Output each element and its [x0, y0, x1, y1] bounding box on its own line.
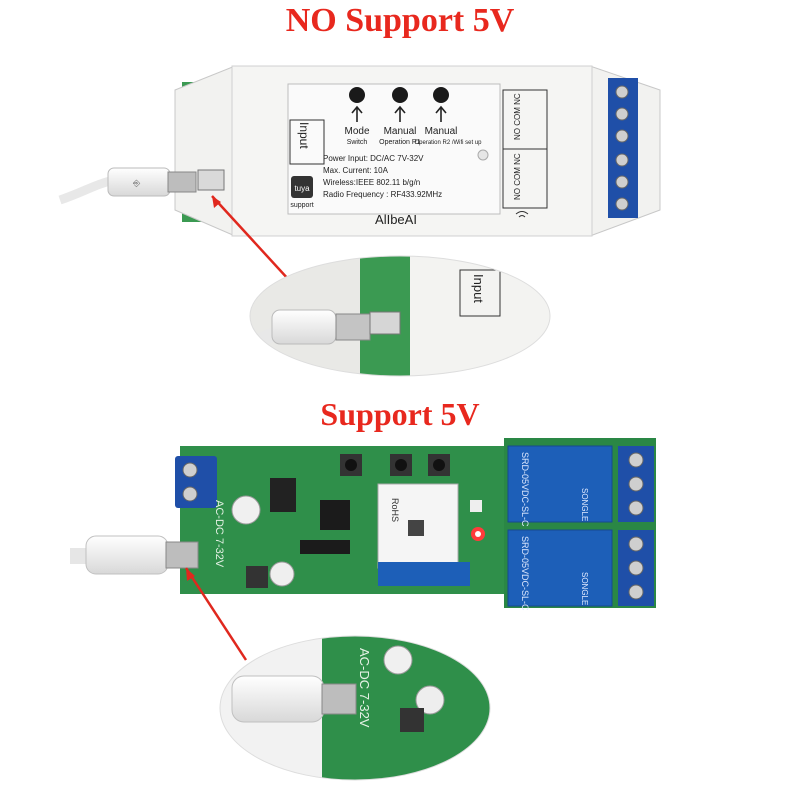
- usb-connector: [165, 541, 199, 569]
- button-title: Mode: [344, 126, 369, 137]
- capacitor: [269, 561, 295, 587]
- input-label-box: [289, 119, 325, 165]
- terminal-block-right: [608, 78, 638, 218]
- top-device: Input Mode Switch Manual Operation R1 Ma…: [58, 65, 661, 237]
- capacitor: [231, 495, 261, 525]
- spec-line: Radio Frequency : RF433.92MHz: [323, 190, 442, 199]
- relay-text: SRD-05VDC-SL-C: [520, 536, 530, 611]
- brand-badge-text: tuya: [294, 184, 310, 193]
- zoom-input-label: Input: [471, 274, 486, 303]
- inductor: [246, 566, 268, 588]
- terminal-block-input: [175, 456, 217, 508]
- antenna: [378, 562, 470, 586]
- operation-r2-button: [433, 87, 449, 103]
- heading-support-5v: Support 5V: [320, 396, 480, 432]
- brand-badge: [291, 176, 313, 198]
- micro-usb-port: [197, 169, 225, 191]
- terminal-label: NO COM NC: [513, 153, 522, 200]
- relay: [507, 529, 613, 607]
- wifi-icon: [515, 211, 529, 218]
- relay-brand: SONGLE: [580, 488, 589, 521]
- arrowhead-icon: [186, 568, 195, 581]
- zoom-side-label: AC-DC 7-32V: [357, 648, 372, 728]
- relay-text: SRD-05VDC-SL-C: [520, 452, 530, 527]
- arrowhead-icon: [212, 196, 221, 208]
- usb-plug: [85, 535, 169, 575]
- zoom-circle: [249, 255, 551, 377]
- qr-code-icon: [408, 520, 424, 536]
- spec-line: Max. Current: 10A: [323, 166, 389, 175]
- relay-brand: SONGLE: [580, 572, 589, 605]
- brand-name: AlIbeAI: [375, 212, 417, 227]
- bottom-board: AC-DC 7-32V RoHS SRD-05VDC-SL-C SRD-05VD…: [70, 438, 656, 611]
- rf-coil: [270, 478, 296, 512]
- brand-badge-sub: support: [290, 202, 313, 209]
- operation-r1-button: [392, 87, 408, 103]
- usb-connector: [167, 171, 197, 193]
- label-panel: [287, 83, 501, 215]
- pointer-arrow: [211, 195, 301, 293]
- mode-button: [349, 87, 365, 103]
- usb-icon: ⎆: [133, 178, 141, 188]
- relay: [507, 445, 613, 523]
- module-text: RoHS: [390, 498, 400, 522]
- status-led: [477, 149, 489, 161]
- arrow-up-icon: [435, 105, 447, 122]
- zoom-bottom: AC-DC 7-32V: [220, 636, 490, 780]
- arrow-up-icon: [394, 105, 406, 122]
- pointer-arrow: [184, 567, 248, 661]
- input-label: Input: [297, 122, 311, 149]
- terminal-label: NO COM NC: [513, 93, 522, 140]
- spec-line: Power Input: DC/AC 7V-32V: [323, 154, 424, 163]
- board-side-label: AC-DC 7-32V: [213, 500, 225, 568]
- heading-no-support-5v: NO Support 5V: [285, 2, 515, 39]
- button-sub: Operation R2 /Wifi set up: [414, 140, 482, 146]
- zoom-circle: [219, 635, 491, 781]
- button-title: Manual: [425, 126, 458, 137]
- zoom-top: Input: [250, 256, 550, 376]
- button-title: Manual: [384, 126, 417, 137]
- button-sub: Operation R1: [379, 139, 421, 146]
- spec-line: Wireless:IEEE 802.11 b/g/n: [323, 178, 420, 187]
- arrow-up-icon: [351, 105, 363, 122]
- button-sub: Switch: [347, 139, 368, 146]
